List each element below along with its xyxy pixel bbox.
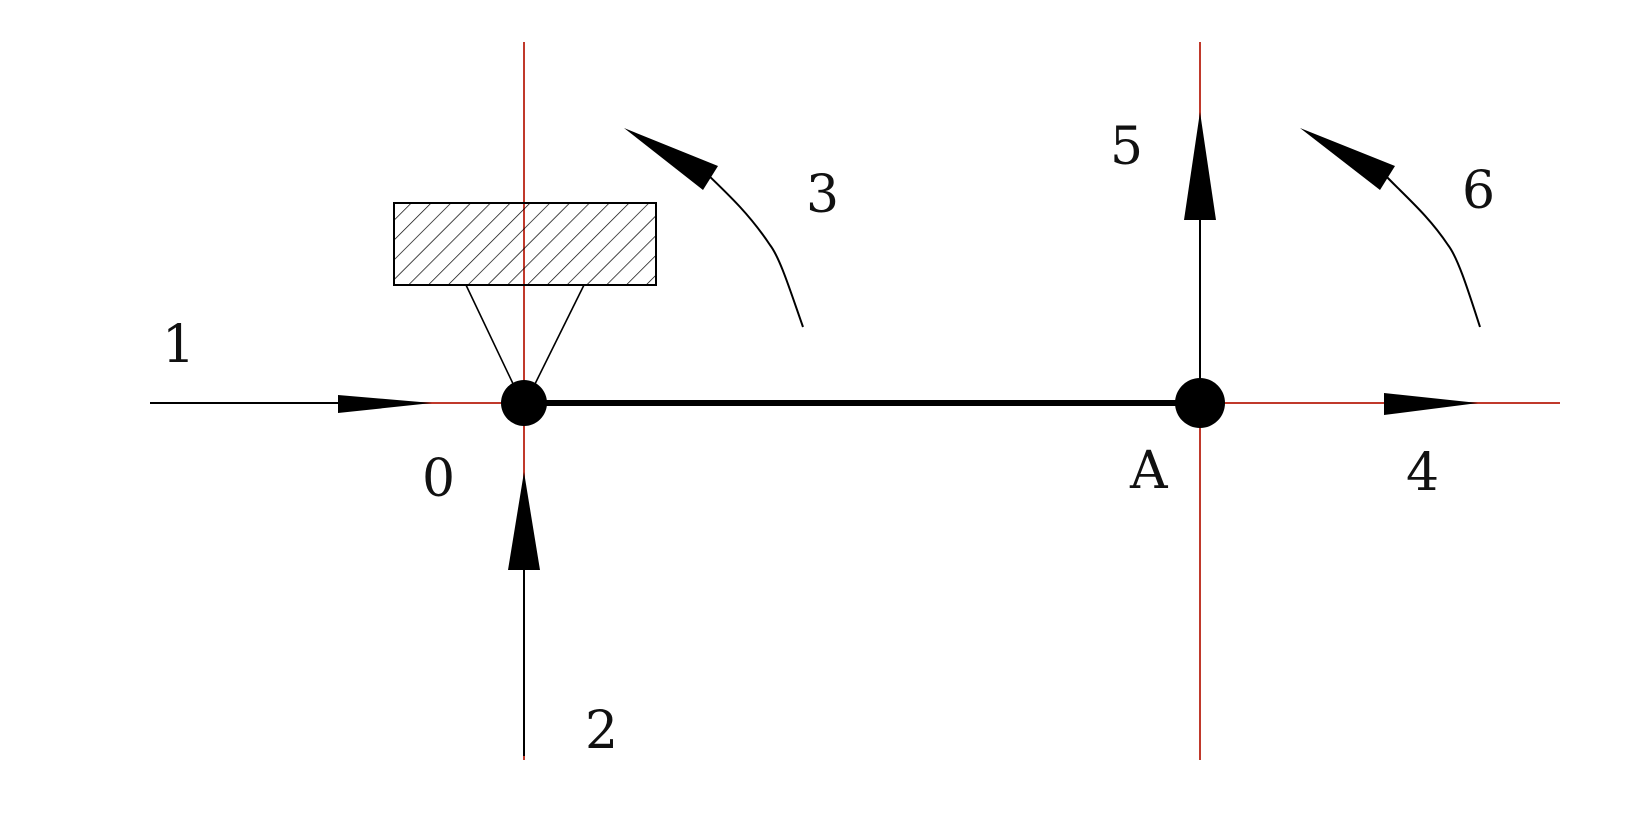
- dof-4-arrow-icon: [1384, 393, 1478, 415]
- dof-4-label: 4: [1406, 443, 1439, 503]
- dof-6-label: 6: [1462, 161, 1495, 221]
- dof-5-label: 5: [1110, 117, 1143, 177]
- dof-1-label: 1: [162, 315, 195, 375]
- dof-5-arrow-icon: [1184, 112, 1216, 390]
- dof-3-rotation-icon: [624, 128, 804, 328]
- dof-2-arrow-icon: [508, 472, 540, 756]
- fixed-support-icon: [393, 202, 657, 391]
- dof-6-rotation-icon: [1300, 128, 1481, 328]
- node-a-label: A: [1129, 441, 1169, 501]
- node-a-icon: [1175, 378, 1225, 428]
- node-o-label: 0: [422, 449, 455, 509]
- dof-2-label: 2: [585, 701, 618, 761]
- node-o-icon: [501, 380, 547, 426]
- dof-3-label: 3: [806, 165, 839, 225]
- dof-1-arrow-icon: [150, 395, 432, 413]
